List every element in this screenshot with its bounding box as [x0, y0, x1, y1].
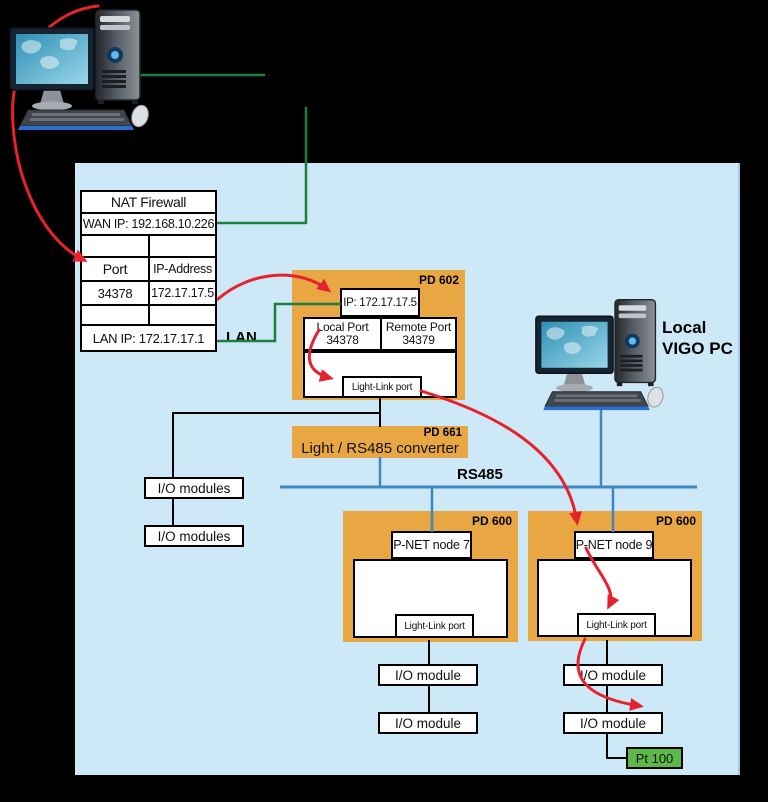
io-module-box: I/O module: [378, 712, 478, 734]
pd600-left-light-link-port: Light-Link port: [395, 614, 474, 638]
local-vigo-pc-label: Local VIGO PC: [662, 317, 733, 359]
io-modules-box: I/O modules: [144, 525, 244, 547]
rs485-label: RS485: [457, 466, 503, 483]
pd661-name: Light / RS485 converter: [301, 440, 459, 457]
pd661-converter: PD 661 Light / RS485 converter: [292, 426, 468, 458]
nat-empty-cell: [150, 236, 215, 256]
nat-wan-ip: WAN IP: 192.168.10.226: [82, 212, 215, 234]
pd602-device: PD 602 IP: 172.17.17.5 Local Port 34378 …: [292, 270, 465, 400]
nat-empty-cell: [82, 306, 150, 324]
nat-port-value: 34378: [82, 282, 150, 304]
nat-value-row: 34378 172.17.17.5: [82, 280, 215, 304]
nat-title: NAT Firewall: [110, 194, 187, 210]
nat-header-row: Port IP-Address: [82, 256, 215, 280]
nat-empty-cell: [150, 306, 215, 324]
io-module-box: I/O module: [563, 712, 663, 734]
pd602-remote-port: Remote Port 34379: [382, 319, 455, 349]
pnet-node9-box: P-NET node 9: [574, 531, 654, 559]
pd600-left-body-box: Light-Link port: [353, 559, 508, 638]
pd600-left-tag: PD 600: [471, 514, 512, 528]
pd600-right-light-link-port: Light-Link port: [577, 613, 656, 637]
local-port-header: Local Port: [316, 319, 369, 334]
remote-port-value: 34379: [402, 333, 435, 347]
nat-port-header: Port: [82, 258, 150, 280]
pd600-right-body-box: Light-Link port: [537, 559, 692, 637]
pd600-node9-device: PD 600 P-NET node 9 Light-Link port: [528, 511, 702, 641]
pd602-body-box: Light-Link port: [303, 351, 457, 398]
io-module-box: I/O module: [563, 664, 663, 686]
pt100-sensor-box: Pt 100: [626, 747, 683, 769]
pd602-light-link-port: Light-Link port: [342, 376, 422, 398]
nat-empty-cell: [82, 236, 150, 256]
nat-lan-ip: LAN IP: 172.17.17.1: [82, 324, 215, 350]
pd661-tag: PD 661: [423, 427, 462, 439]
io-module-box: I/O module: [378, 664, 478, 686]
pd600-right-tag: PD 600: [655, 514, 696, 528]
remote-pc-illustration: [9, 9, 152, 131]
nat-empty-row: [82, 304, 215, 324]
pd600-node7-device: PD 600 P-NET node 7 Light-Link port: [343, 511, 518, 642]
nat-ip-value: 172.17.17.5: [151, 286, 214, 300]
nat-empty-row: [82, 234, 215, 256]
pd602-ports-box: Local Port 34378 Remote Port 34379: [303, 317, 457, 351]
nat-firewall-table: NAT Firewall WAN IP: 192.168.10.226 Port…: [80, 190, 217, 352]
pd602-tag: PD 602: [418, 273, 459, 287]
pd602-local-port: Local Port 34378: [305, 319, 382, 349]
pd602-ip-box: IP: 172.17.17.5: [340, 288, 420, 317]
nat-ip-header: IP-Address: [153, 262, 212, 276]
pnet-node7-box: P-NET node 7: [391, 531, 472, 559]
local-port-value: 34378: [326, 333, 359, 347]
lan-label: LAN: [226, 329, 257, 346]
local-vigo-pc-label-line1: Local: [662, 318, 707, 337]
local-vigo-pc-label-line2: VIGO PC: [662, 339, 733, 358]
remote-port-header: Remote Port: [385, 319, 452, 334]
io-modules-box: I/O modules: [144, 477, 244, 499]
